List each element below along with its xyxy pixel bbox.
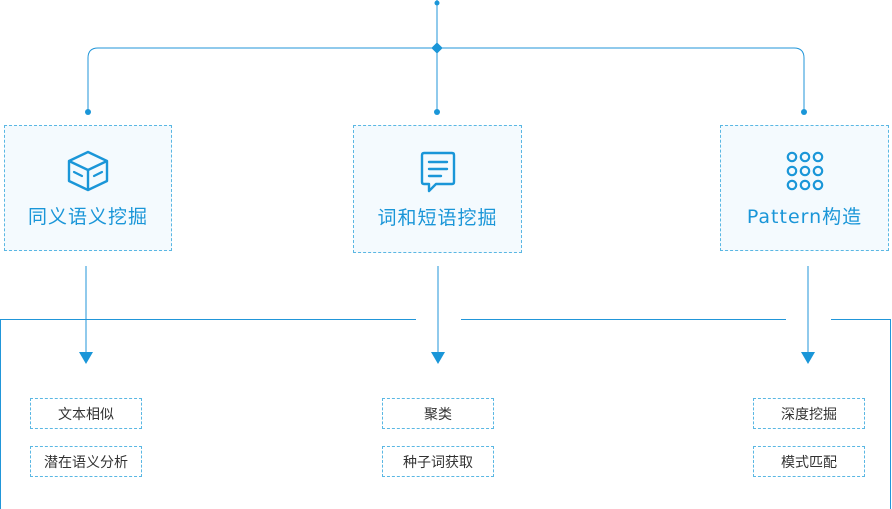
branch-dot-left (85, 109, 91, 115)
junction-diamond (431, 42, 443, 54)
branch-box-pattern: Pattern构造 (720, 125, 889, 251)
panel-gap-right (786, 317, 831, 322)
dot-grid-icon (786, 151, 823, 190)
branch-label-phrase: 词和短语挖掘 (377, 206, 498, 229)
branch-dot-right (801, 109, 807, 115)
arrow-head-middle (431, 352, 445, 364)
branch-box-synonym: 同义语义挖掘 (4, 125, 172, 251)
result-tag: 种子词获取 (382, 446, 494, 477)
result-tag: 深度挖掘 (753, 398, 865, 429)
result-tag: 聚类 (382, 398, 494, 429)
arrow-head-right (801, 352, 815, 364)
trunk-top-dot (434, 0, 440, 6)
document-chat-icon (420, 151, 455, 192)
branch-box-phrase: 词和短语挖掘 (353, 125, 522, 253)
branch-label-synonym: 同义语义挖掘 (27, 205, 148, 228)
result-tag: 文本相似 (30, 398, 142, 429)
branch-label-pattern: Pattern构造 (746, 205, 863, 228)
result-tag: 模式匹配 (753, 446, 865, 477)
arrow-head-left (79, 352, 93, 364)
result-tag: 潜在语义分析 (30, 446, 142, 477)
branch-bracket (87, 47, 805, 110)
cube-icon (67, 150, 109, 191)
branch-dot-middle (434, 109, 440, 115)
panel-gap-left (416, 317, 461, 322)
